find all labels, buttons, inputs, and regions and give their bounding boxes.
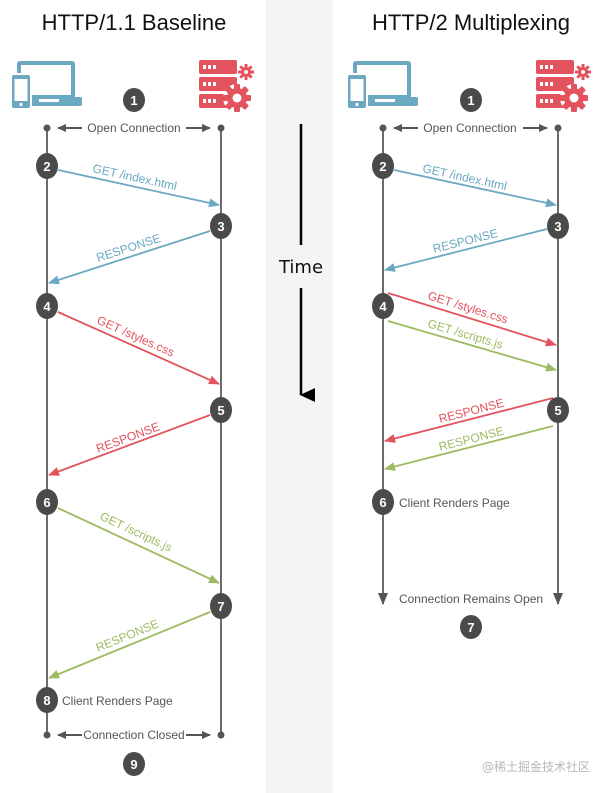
step-marker: 3 — [547, 213, 569, 239]
svg-text:7: 7 — [467, 620, 474, 635]
svg-text:7: 7 — [217, 599, 224, 614]
message-label: RESPONSE — [437, 424, 505, 454]
svg-text:6: 6 — [379, 495, 386, 510]
message-label: GET /index.html — [421, 161, 508, 193]
svg-text:2: 2 — [379, 159, 386, 174]
svg-text:8: 8 — [43, 693, 50, 708]
time-strip — [266, 0, 333, 793]
svg-text:5: 5 — [217, 403, 224, 418]
step-marker: 5 — [547, 397, 569, 423]
step-marker: 1 — [460, 88, 482, 112]
svg-text:4: 4 — [43, 299, 51, 314]
step-marker: 6 — [372, 489, 394, 515]
connection-remains-open-label: Connection Remains Open — [399, 592, 543, 606]
client-devices-icon — [10, 61, 82, 109]
time-label: Time — [278, 257, 323, 278]
message-label: RESPONSE — [431, 226, 499, 256]
svg-text:5: 5 — [554, 403, 561, 418]
message-label: GET /index.html — [91, 161, 178, 193]
open-connection: Open Connection — [393, 121, 548, 135]
step-marker: 6 — [36, 489, 58, 515]
http2-diagram: HTTP/2 Multiplexing Open Connection GET … — [346, 10, 591, 639]
message-label: RESPONSE — [437, 396, 505, 426]
http2-title: HTTP/2 Multiplexing — [372, 10, 570, 35]
server-gear-icon — [536, 60, 591, 112]
open-connection-label: Open Connection — [87, 121, 180, 135]
client-renders-label: Client Renders Page — [399, 496, 510, 510]
step-marker: 1 — [123, 88, 145, 112]
step-marker: 9 — [123, 752, 145, 776]
watermark: @稀土掘金技术社区 — [482, 759, 590, 774]
time-axis: Time — [278, 124, 323, 402]
step-marker: 3 — [210, 213, 232, 239]
step-marker: 8 — [36, 687, 58, 713]
svg-text:6: 6 — [43, 495, 50, 510]
step-marker: 5 — [210, 397, 232, 423]
connection-closed: Connection Closed — [57, 728, 211, 742]
step-marker: 4 — [36, 293, 58, 319]
connection-closed-label: Connection Closed — [83, 728, 184, 742]
svg-text:1: 1 — [130, 93, 137, 108]
open-connection: Open Connection — [57, 121, 211, 135]
client-renders-label: Client Renders Page — [62, 694, 173, 708]
open-connection-label: Open Connection — [423, 121, 516, 135]
client-devices-icon — [346, 61, 418, 109]
step-marker: 7 — [210, 593, 232, 619]
server-gear-icon — [199, 60, 254, 112]
svg-text:4: 4 — [379, 299, 387, 314]
http1-diagram: HTTP/1.1 Baseline Open Connection GET /i… — [10, 10, 254, 776]
svg-text:2: 2 — [43, 159, 50, 174]
message-label: GET /styles.css — [95, 313, 177, 360]
message-label: RESPONSE — [95, 231, 163, 265]
svg-text:1: 1 — [467, 93, 474, 108]
step-marker: 2 — [36, 153, 58, 179]
step-marker: 4 — [372, 293, 394, 319]
step-marker: 2 — [372, 153, 394, 179]
svg-text:9: 9 — [130, 757, 137, 772]
http1-title: HTTP/1.1 Baseline — [42, 10, 227, 35]
svg-text:3: 3 — [554, 219, 561, 234]
step-marker: 7 — [460, 615, 482, 639]
svg-text:3: 3 — [217, 219, 224, 234]
